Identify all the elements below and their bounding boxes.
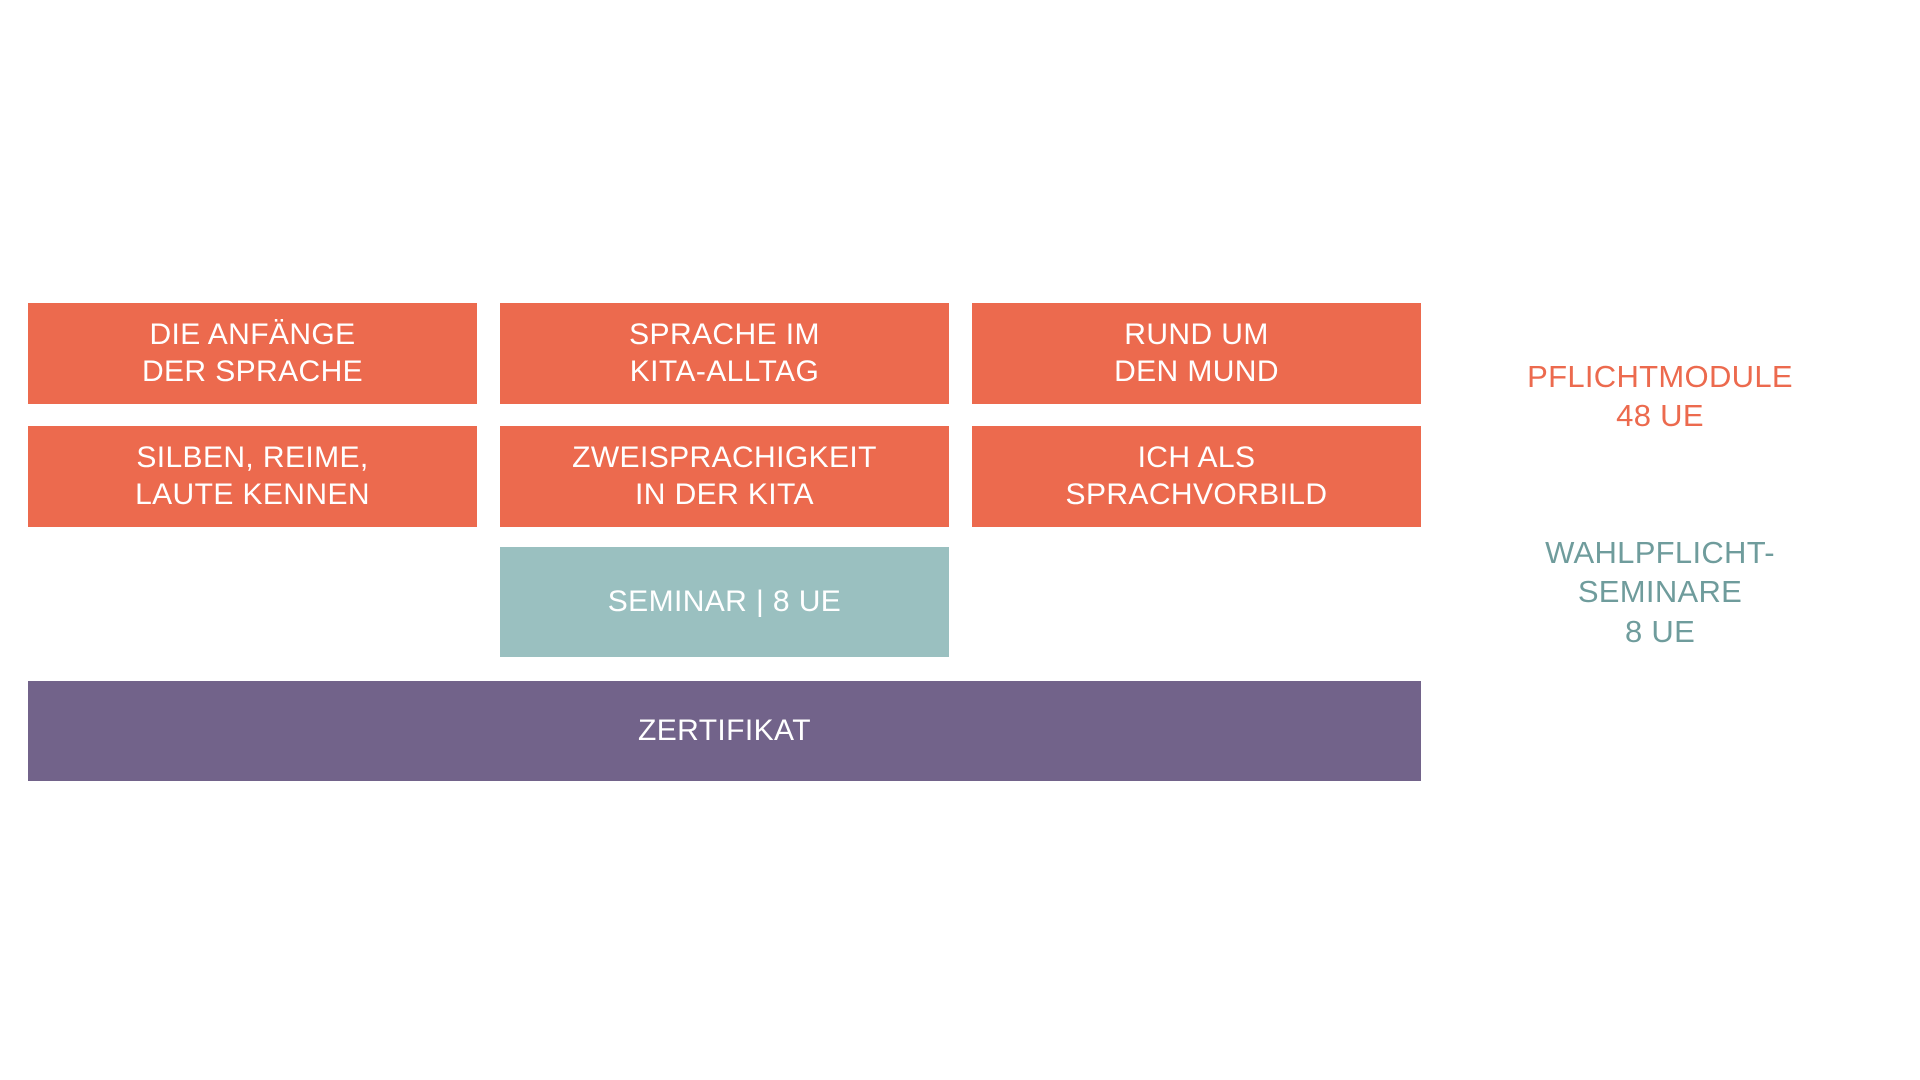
module-label: ZWEISPRACHIGKEIT IN DER KITA <box>572 440 877 511</box>
certificate-bar[interactable]: ZERTIFIKAT <box>28 681 1421 781</box>
module-box-seminar[interactable]: SEMINAR | 8 UE <box>500 547 949 657</box>
module-label: SILBEN, REIME, LAUTE KENNEN <box>135 440 370 511</box>
module-box-zweisprachigkeit-in-der-kita[interactable]: ZWEISPRACHIGKEIT IN DER KITA <box>500 426 949 527</box>
module-box-ich-als-sprachvorbild[interactable]: ICH ALS SPRACHVORBILD <box>972 426 1421 527</box>
module-label: SPRACHE IM KITA-ALLTAG <box>629 317 820 388</box>
module-box-silben-reime-laute-kennen[interactable]: SILBEN, REIME, LAUTE KENNEN <box>28 426 477 527</box>
legend-required-hours: 48 UE <box>1616 398 1704 434</box>
module-label: RUND UM DEN MUND <box>1114 317 1279 388</box>
module-label: DIE ANFÄNGE DER SPRACHE <box>141 317 364 388</box>
legend-required-modules: PFLICHTMODULE 48 UE <box>1500 357 1820 436</box>
seminar-label: SEMINAR | 8 UE <box>607 584 842 618</box>
legend-required-title: PFLICHTMODULE <box>1527 359 1793 394</box>
legend-seminar-title: WAHLPFLICHT- SEMINARE <box>1545 535 1775 610</box>
module-label: ICH ALS SPRACHVORBILD <box>1065 440 1328 511</box>
module-box-die-anfaenge-der-sprache[interactable]: DIE ANFÄNGE DER SPRACHE <box>28 303 477 404</box>
legend-elective-seminars: WAHLPFLICHT- SEMINARE 8 UE <box>1500 533 1820 651</box>
module-box-sprache-im-kita-alltag[interactable]: SPRACHE IM KITA-ALLTAG <box>500 303 949 404</box>
module-box-rund-um-den-mund[interactable]: RUND UM DEN MUND <box>972 303 1421 404</box>
certificate-label: ZERTIFIKAT <box>638 713 811 747</box>
legend-seminar-hours: 8 UE <box>1624 613 1696 649</box>
